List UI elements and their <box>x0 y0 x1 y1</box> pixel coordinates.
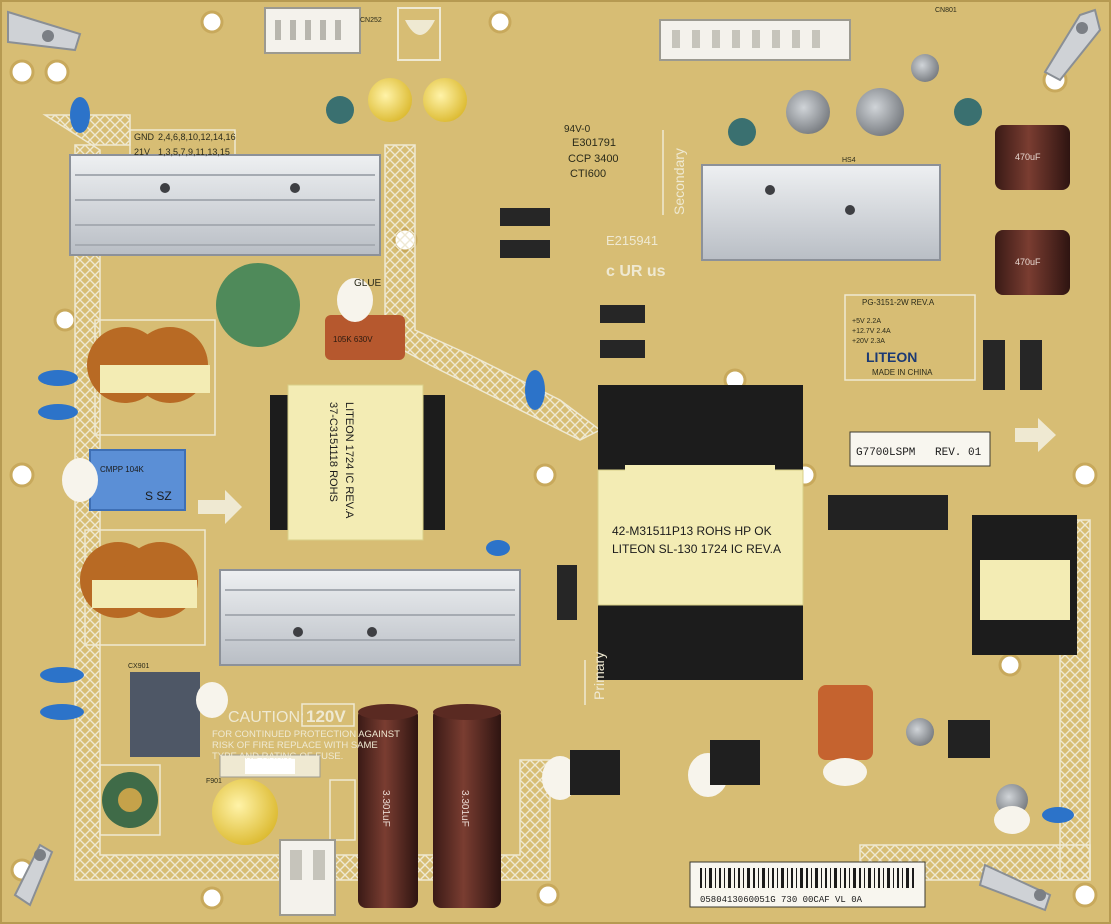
ics <box>828 495 990 758</box>
connector-cn801 <box>659 19 851 61</box>
main-transformer-label-2: LITEON SL-130 1724 IC REV.A <box>612 542 781 556</box>
barcode-label <box>689 861 926 908</box>
gnd-label: GND <box>134 132 155 142</box>
ul-line2: CCP 3400 <box>568 153 619 165</box>
heatsink-primary-top <box>69 154 381 256</box>
blue-caps <box>38 97 1074 823</box>
cx-label: CX901 <box>128 663 150 670</box>
part-number: PG-3151-2W REV.A <box>862 298 935 307</box>
spec-row-2: +12.7V 2.4A <box>852 328 891 335</box>
mounting-bracket-tr <box>1043 8 1102 82</box>
cn-label-top: CN252 <box>360 17 382 24</box>
bulk-cap-text-1: 3.301uF <box>380 790 391 827</box>
serial-number: 0580413060051G 730 00CAF VL 0A <box>700 895 863 905</box>
model-rev: REV. 01 <box>935 447 982 459</box>
caution-voltage: 120V <box>306 707 346 726</box>
v21-label: 21V <box>134 147 150 157</box>
c901-text: 105K 630V <box>333 335 373 344</box>
aux-transformer <box>972 515 1077 655</box>
x-capacitor <box>89 449 186 511</box>
caution-title: CAUTION: <box>228 709 304 726</box>
mounting-bracket-bl <box>13 843 54 907</box>
spec-row-1: +5V 2.2A <box>852 318 881 325</box>
standby-transformer <box>270 384 445 541</box>
connector-power-in <box>279 839 336 916</box>
glue-label: GLUE <box>354 278 382 289</box>
secondary-capacitor-1 <box>995 125 1070 190</box>
main-transformer <box>597 385 804 680</box>
standby-transformer-label-2: LITEON 1724 IC REV.A <box>343 402 355 519</box>
manufacturer-logo: LITEON <box>866 349 917 365</box>
mosfets <box>570 740 760 795</box>
diodes <box>500 208 1042 620</box>
radial-caps <box>326 54 1028 816</box>
heatsink-secondary <box>701 164 941 261</box>
model-label: G7700LSPM <box>856 447 915 459</box>
y-capacitor <box>212 779 278 845</box>
main-transformer-label-1: 42-M31511P13 ROHS HP OK <box>612 524 772 538</box>
ul-line3: CTI600 <box>570 168 606 180</box>
x-cap-text2: S SZ <box>145 489 172 503</box>
caution-text-3: TYPE AND RATING OF FUSE. <box>212 751 343 762</box>
cert-number: E215941 <box>606 233 658 248</box>
hs-label: HS4 <box>842 157 856 164</box>
mounting-bracket-br <box>978 863 1052 912</box>
ul-line0: 94V-0 <box>564 124 591 135</box>
arrows <box>198 418 1056 524</box>
primary-label: Primary <box>591 652 607 700</box>
cert-mark: c UR us <box>606 263 666 280</box>
common-mode-choke-2 <box>80 542 198 618</box>
cn-label-right: CN801 <box>935 7 957 14</box>
x-capacitor-box <box>130 672 200 757</box>
caution-text-2: RISK OF FIRE REPLACE WITH SAME <box>212 740 378 751</box>
secondary-label: Secondary <box>671 148 687 215</box>
secondary-capacitor-2 <box>995 230 1070 295</box>
bulk-capacitor-1 <box>358 704 418 908</box>
common-mode-choke-1 <box>87 327 210 403</box>
film-capacitor-c901 <box>325 315 405 360</box>
film-capacitor-orange <box>818 685 873 760</box>
varistor <box>216 263 300 347</box>
connector-cn252 <box>264 7 361 54</box>
glue-blobs <box>62 278 1030 834</box>
caution-text-1: FOR CONTINUED PROTECTION AGAINST <box>212 729 400 740</box>
fuse-f901 <box>219 754 321 778</box>
bulk-cap-text-2: 3.301uF <box>459 790 470 827</box>
gnd-pins: 2,4,6,8,10,12,14,16 <box>158 132 236 142</box>
x-cap-text: CMPP 104K <box>100 465 145 474</box>
made-in: MADE IN CHINA <box>872 368 933 377</box>
v21-pins: 1,3,5,7,9,11,13,15 <box>158 147 230 157</box>
sec-cap-text-2: 470uF <box>1015 257 1041 267</box>
spec-row-3: +20V 2.3A <box>852 338 885 345</box>
ul-line1: E301791 <box>572 137 616 149</box>
heatsink-primary-bottom <box>219 569 521 666</box>
connector-white-top-mid <box>397 7 441 61</box>
standby-transformer-label-1: 37-C3151118 ROHS <box>327 402 339 502</box>
inductor-lf901 <box>102 772 158 828</box>
bulk-capacitor-2 <box>433 704 501 908</box>
spec-box <box>849 431 991 467</box>
fuse-label: F901 <box>206 778 222 785</box>
sec-cap-text-1: 470uF <box>1015 152 1041 162</box>
mounting-bracket-tl <box>7 10 82 52</box>
